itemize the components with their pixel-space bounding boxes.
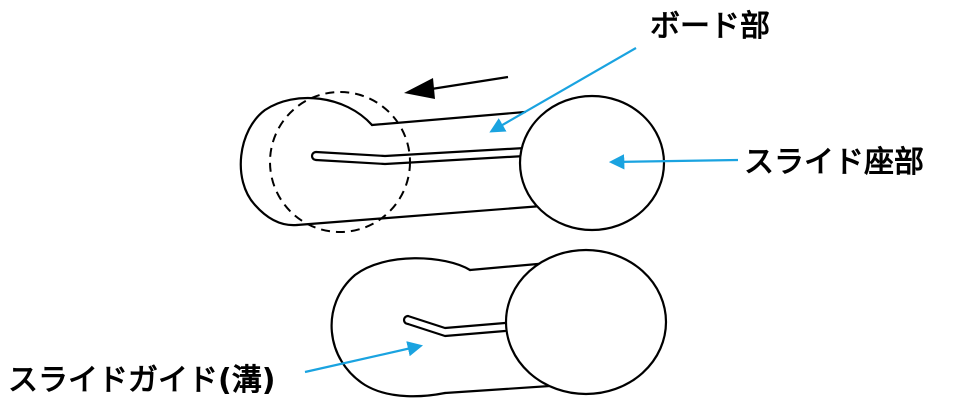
- leader-slide-guide: [304, 341, 424, 374]
- label-slide-seat: スライド座部: [744, 145, 924, 180]
- board-slot: [314, 146, 527, 166]
- slide-seat-upper: [518, 94, 666, 232]
- leader-board: [489, 47, 637, 133]
- slide-seat-lower: [504, 248, 668, 396]
- board-left-end: [239, 96, 374, 227]
- leader-slide-seat: [608, 154, 739, 170]
- lower-slot: [406, 314, 507, 338]
- lower-board-left: [330, 257, 472, 398]
- motion-arrow: [404, 75, 509, 99]
- board-slot-end: [310, 150, 318, 162]
- lower-slot-end: [402, 314, 410, 326]
- label-board: ボード部: [650, 9, 770, 44]
- board-body: [295, 110, 557, 227]
- lower-board-assembly: [330, 248, 668, 398]
- label-slide-guide: スライドガイド(溝): [8, 363, 275, 398]
- upper-board-assembly: [239, 91, 666, 233]
